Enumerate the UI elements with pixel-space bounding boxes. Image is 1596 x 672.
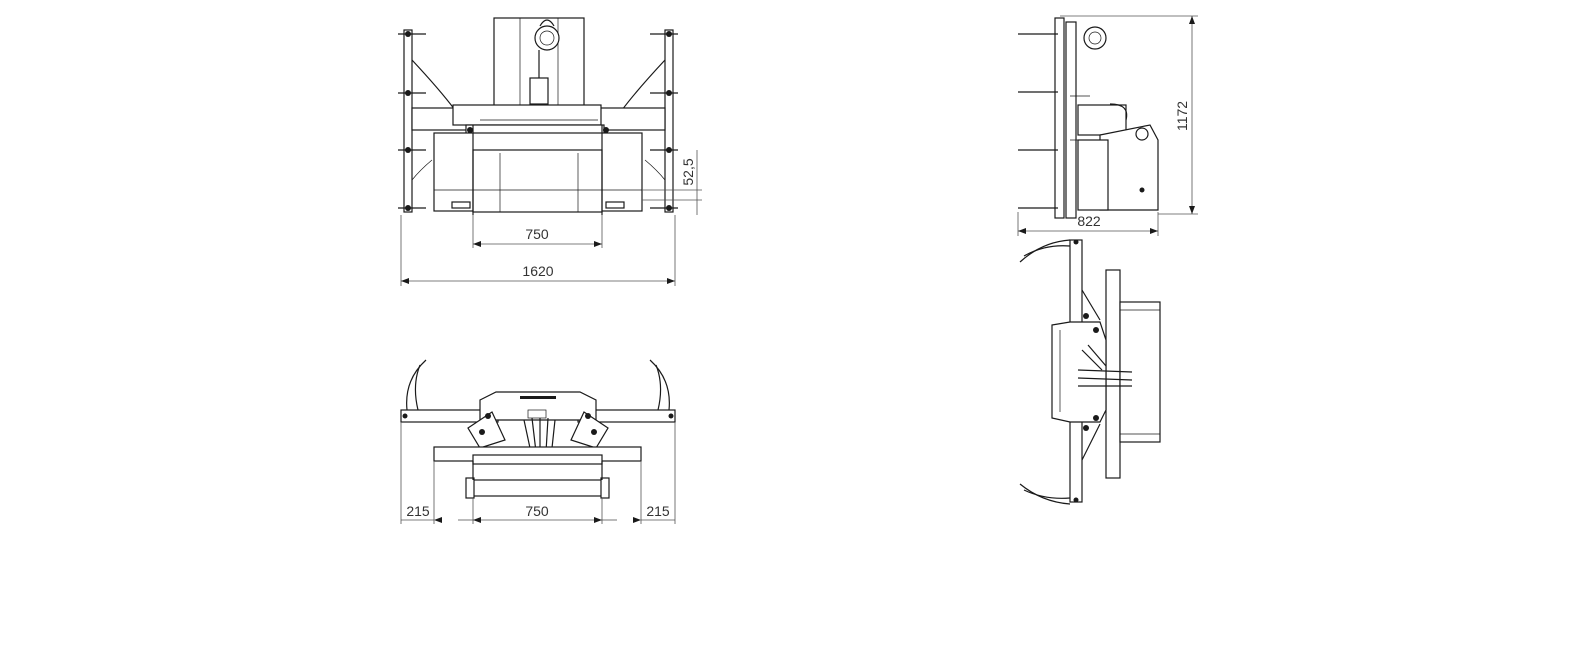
side-depth-dim-label: 822	[1077, 213, 1101, 229]
front-dim-750: 750	[472, 215, 603, 248]
side-height-dim-label: 1172	[1174, 101, 1190, 131]
side-dim-1172: 1172	[1060, 15, 1198, 215]
top-view: 215 750 215	[400, 359, 676, 524]
front-view: 750 1620 52,5	[398, 17, 702, 286]
front-width-dim-label: 1620	[522, 263, 553, 279]
front-inner-dim-label: 750	[525, 226, 549, 242]
front-dim-52-5: 52,5	[642, 150, 702, 215]
top-center-dim-label: 750	[525, 503, 549, 519]
top-dims: 215 750 215	[400, 422, 676, 524]
side-top-view	[1019, 239, 1161, 505]
front-dim-1620: 1620	[400, 215, 676, 286]
side-dim-822: 822	[1017, 212, 1159, 236]
front-offset-dim-label: 52,5	[680, 158, 696, 185]
side-view: 1172 822	[1017, 15, 1198, 236]
top-right-dim-label: 215	[646, 503, 670, 519]
top-left-dim-label: 215	[406, 503, 430, 519]
